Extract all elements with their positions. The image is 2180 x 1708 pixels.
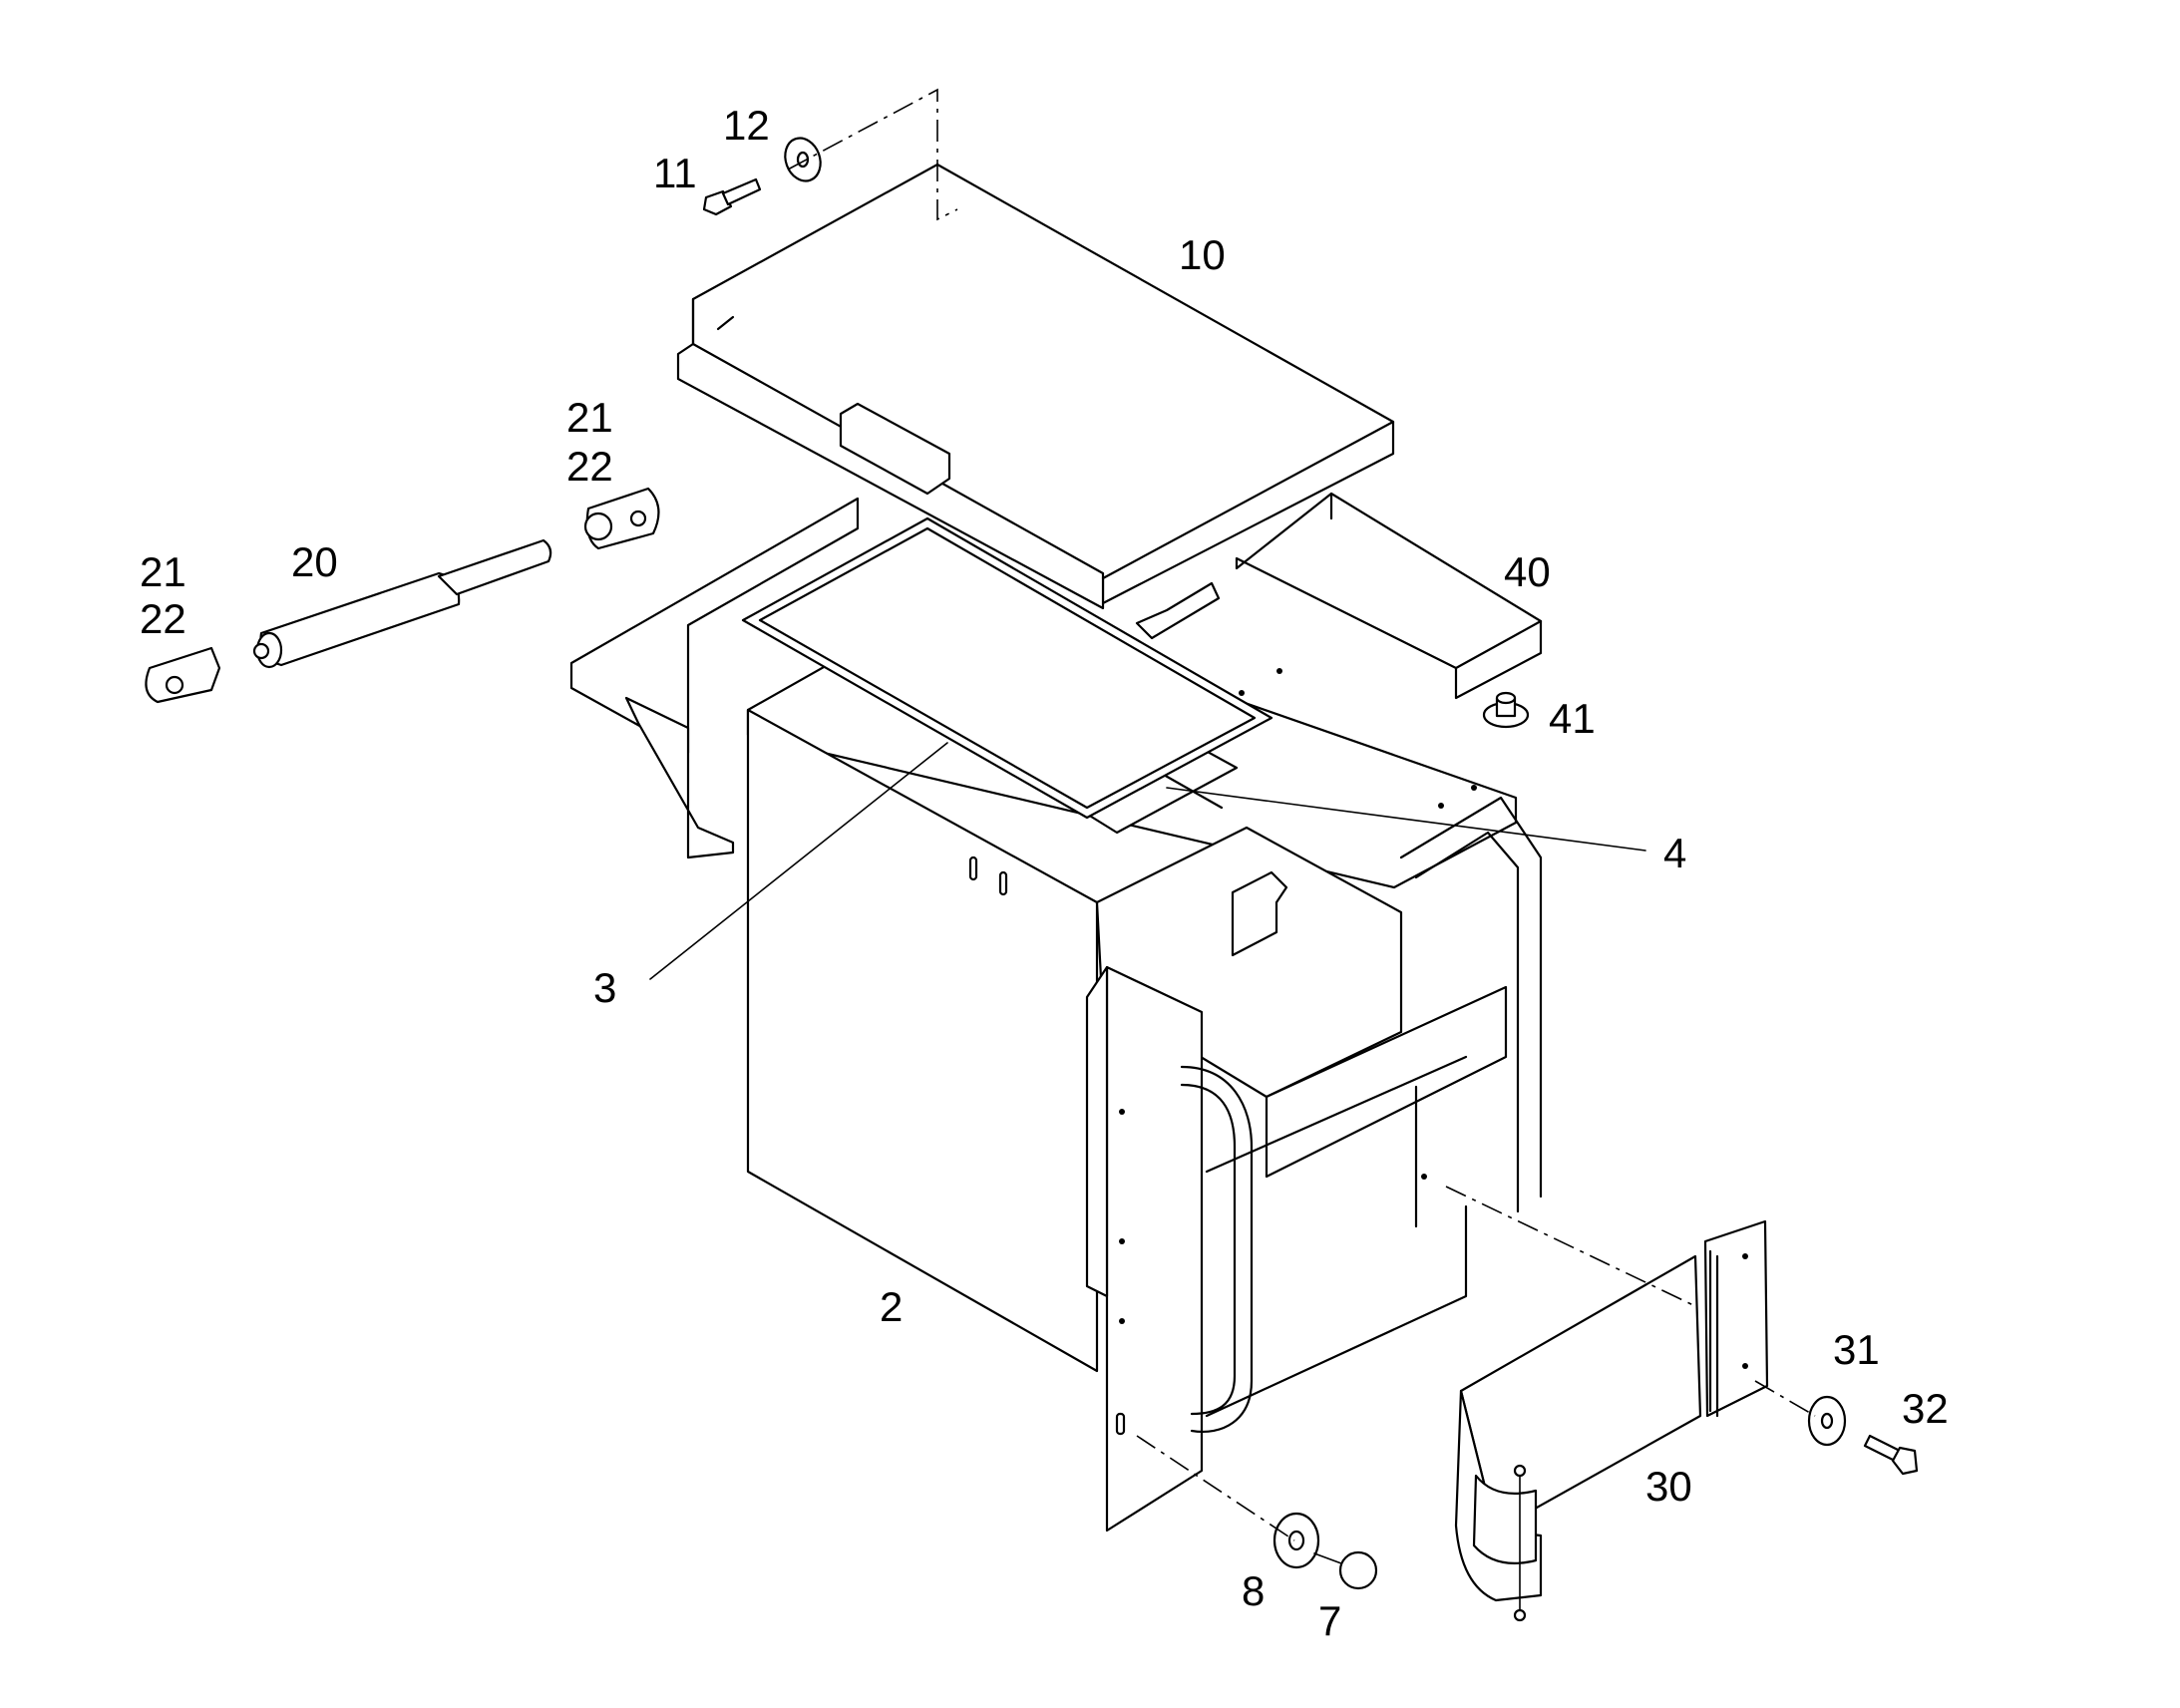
- callout-labels: 2 3 4 7 8 10 11 12 20 21 22 21 22 30 31 …: [140, 102, 1949, 1644]
- bolt-part-11: [702, 177, 762, 216]
- washer-part-8: [1272, 1512, 1320, 1569]
- lid-part-10: [676, 163, 1395, 640]
- cushion-part-40: [1235, 492, 1543, 700]
- door-part-30: [1454, 1219, 1769, 1622]
- callout-4: 4: [1663, 830, 1686, 876]
- knob-part-7: [1313, 1550, 1378, 1590]
- callout-30: 30: [1645, 1463, 1692, 1510]
- callout-31: 31: [1833, 1326, 1880, 1373]
- callout-2: 2: [880, 1283, 903, 1330]
- gasket-part-4: [741, 516, 1273, 820]
- callout-11: 11: [653, 150, 697, 196]
- callout-32: 32: [1902, 1385, 1949, 1432]
- callout-41: 41: [1549, 695, 1596, 742]
- callout-8: 8: [1242, 1567, 1265, 1614]
- callout-22-right: 22: [566, 443, 613, 490]
- callout-40: 40: [1504, 548, 1551, 595]
- foot-part-41: [1482, 691, 1530, 729]
- leader-lines: [649, 742, 1646, 980]
- callout-21-right: 21: [566, 394, 613, 441]
- gas-strut-part-20: [252, 538, 552, 669]
- washer-part-12: [784, 137, 822, 182]
- center-lines: [787, 88, 1816, 1541]
- bolt-part-32: [1863, 1434, 1919, 1476]
- callout-20: 20: [291, 538, 338, 585]
- callout-22-left: 22: [140, 595, 186, 642]
- callout-7: 7: [1318, 1597, 1341, 1644]
- clevis-part-21-22-right: [583, 487, 660, 550]
- clevis-part-21-22-left: [145, 646, 221, 704]
- washer-part-31: [1807, 1395, 1847, 1447]
- callout-3: 3: [593, 964, 616, 1011]
- callout-12: 12: [723, 102, 770, 149]
- callout-21-left: 21: [140, 548, 186, 595]
- callout-10: 10: [1179, 231, 1226, 278]
